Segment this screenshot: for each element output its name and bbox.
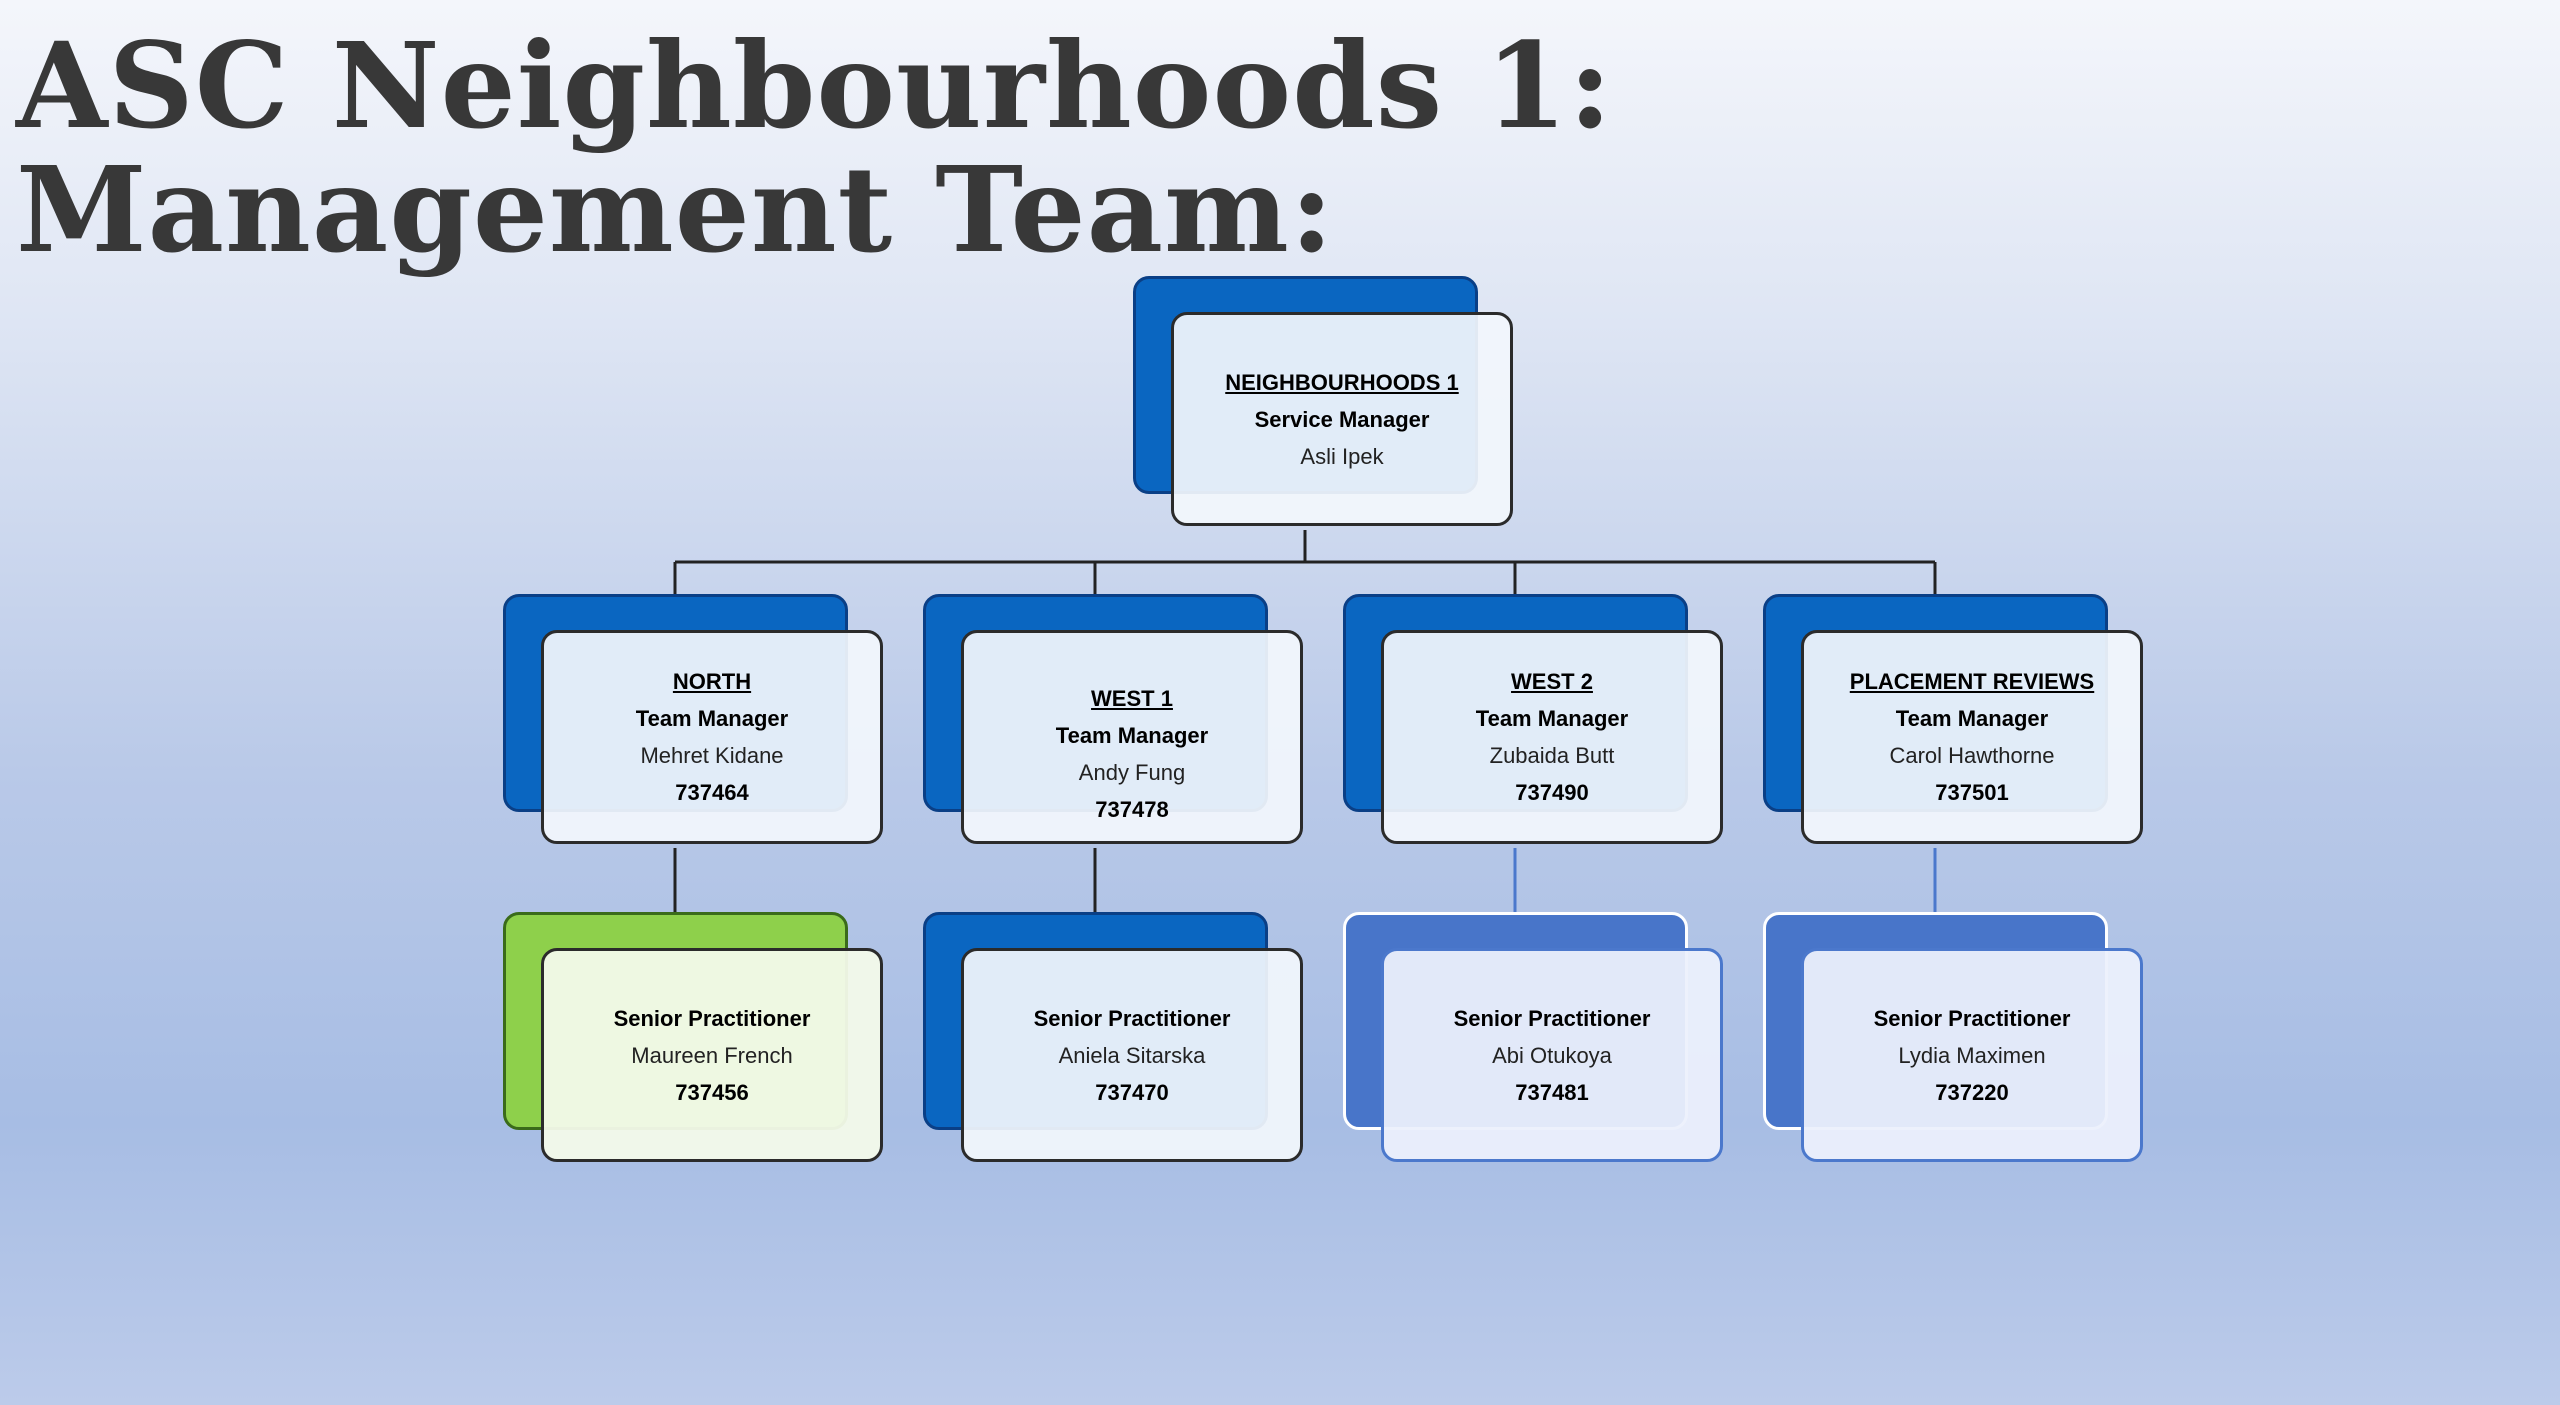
node-person: Abi Otukoya: [1492, 1042, 1612, 1068]
node-person: Zubaida Butt: [1489, 743, 1615, 768]
node-role: Senior Practitioner: [1453, 1005, 1651, 1031]
node-title: NEIGHBOURHOODS 1: [1225, 369, 1459, 395]
node-senior-placement-reviews: Senior Practitioner Lydia Maximen 737220: [1763, 912, 2143, 1162]
node-title: WEST 1: [1091, 686, 1173, 711]
node-person: Mehret Kidane: [640, 743, 784, 768]
node-code: 737478: [1095, 797, 1169, 822]
node-role: Team Manager: [1055, 723, 1209, 748]
node-code: 737456: [675, 1079, 749, 1105]
node-person: Maureen French: [631, 1042, 793, 1068]
node-role: Team Manager: [635, 706, 789, 731]
node-role: Senior Practitioner: [613, 1005, 811, 1031]
node-role: Senior Practitioner: [1033, 1005, 1231, 1031]
node-service-manager: NEIGHBOURHOODS 1 Service Manager Asli Ip…: [1133, 276, 1513, 526]
node-role: Team Manager: [1475, 706, 1629, 731]
page-title: ASC Neighbourhoods 1: Management Team:: [16, 16, 1613, 279]
node-person: Aniela Sitarska: [1058, 1042, 1206, 1068]
node-senior-west-1: Senior Practitioner Aniela Sitarska 7374…: [923, 912, 1303, 1162]
node-role: Senior Practitioner: [1873, 1005, 2071, 1031]
node-code: 737220: [1935, 1079, 2009, 1105]
node-person: Lydia Maximen: [1898, 1042, 2046, 1068]
node-title: PLACEMENT REVIEWS: [1849, 669, 2095, 694]
node-person: Andy Fung: [1078, 760, 1186, 785]
node-team-north: NORTH Team Manager Mehret Kidane 737464: [503, 594, 883, 844]
node-title: WEST 2: [1511, 669, 1593, 694]
node-title: NORTH: [672, 669, 752, 694]
node-team-placement-reviews: PLACEMENT REVIEWS Team Manager Carol Haw…: [1763, 594, 2143, 844]
node-code: 737490: [1515, 780, 1589, 805]
node-person: Asli Ipek: [1300, 443, 1384, 469]
node-code: 737501: [1935, 780, 2009, 805]
node-role: Team Manager: [1895, 706, 2049, 731]
node-person: Carol Hawthorne: [1889, 743, 2055, 768]
node-senior-north: Senior Practitioner Maureen French 73745…: [503, 912, 883, 1162]
node-role: Service Manager: [1254, 406, 1430, 432]
node-team-west-1: WEST 1 Team Manager Andy Fung 737478: [923, 594, 1303, 844]
node-code: 737464: [675, 780, 749, 805]
node-senior-west-2: Senior Practitioner Abi Otukoya 737481: [1343, 912, 1723, 1162]
node-code: 737470: [1095, 1079, 1169, 1105]
node-code: 737481: [1515, 1079, 1589, 1105]
node-team-west-2: WEST 2 Team Manager Zubaida Butt 737490: [1343, 594, 1723, 844]
